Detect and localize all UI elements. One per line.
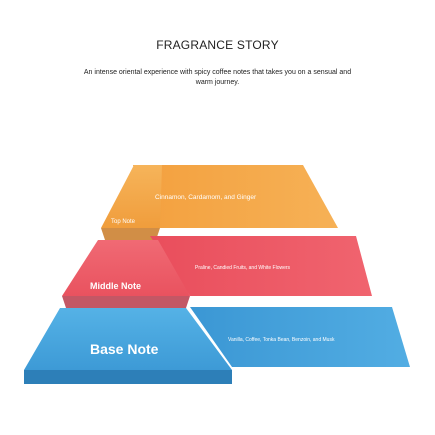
- middle-note-band: [150, 236, 372, 296]
- top-note-label: Top Note: [111, 219, 136, 225]
- middle-note-tier: [62, 240, 190, 296]
- page-description: An intense oriental experience with spic…: [83, 69, 352, 86]
- middle-note-ingredients: Praline, Candied Fruits, and White Flowe…: [195, 265, 291, 271]
- top-note-band: [133, 165, 338, 228]
- middle-note-fold: [62, 296, 190, 308]
- middle-note-label: Middle Note: [90, 281, 141, 291]
- base-note-tier: [24, 308, 232, 370]
- base-note-band: [190, 307, 410, 367]
- base-note-label: Base Note: [90, 341, 159, 357]
- base-note-fold: [24, 370, 232, 384]
- top-note-fold: [101, 228, 160, 240]
- top-note-ingredients: Cinnamon, Cardamom, and Ginger: [155, 194, 257, 201]
- top-note-tier: [101, 165, 162, 228]
- page-title: FRAGRANCE STORY: [156, 38, 279, 52]
- base-note-ingredients: Vanilla, Coffee, Tonka Bean, Benzoin, an…: [228, 337, 335, 343]
